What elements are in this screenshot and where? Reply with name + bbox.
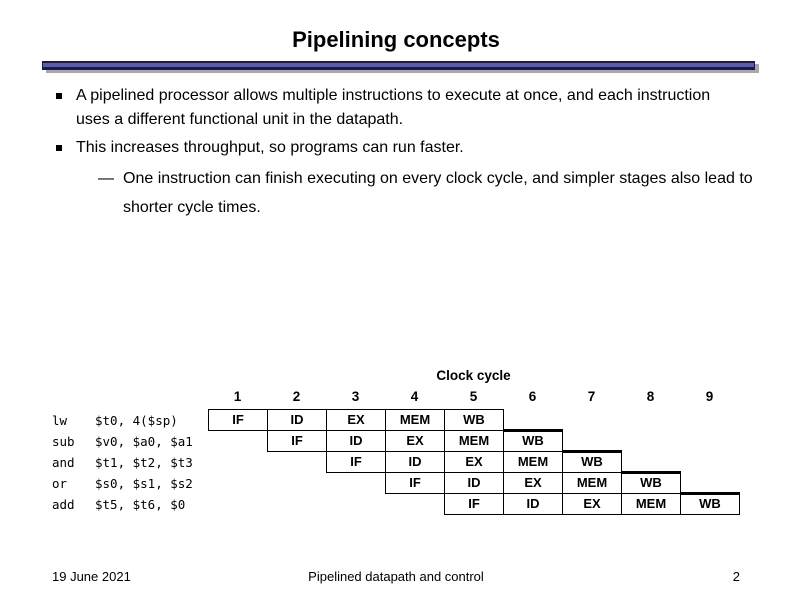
stage-cell-mem: MEM: [503, 451, 563, 473]
instruction-mnemonic: add: [52, 497, 75, 512]
instruction-mnemonic: and: [52, 455, 75, 470]
cycle-number: 8: [646, 389, 655, 404]
staircase-step-edge: [680, 492, 740, 495]
stage-cell-id: ID: [503, 493, 563, 515]
square-bullet-icon: [56, 93, 62, 99]
stage-cell-mem: MEM: [444, 430, 504, 452]
stage-cell-wb: WB: [680, 493, 740, 515]
title-rule-bar: [42, 61, 755, 70]
footer-title: Pipelined datapath and control: [308, 569, 484, 584]
stage-cell-ex: EX: [562, 493, 622, 515]
stage-cell-wb: WB: [444, 409, 504, 431]
stage-cell-if: IF: [326, 451, 386, 473]
stage-cell-ex: EX: [444, 451, 504, 473]
dash-bullet-icon: —: [98, 170, 114, 187]
stage-cell-wb: WB: [562, 451, 622, 473]
footer-date: 19 June 2021: [52, 569, 131, 584]
cycle-number: 1: [233, 389, 242, 404]
square-bullet-icon: [56, 145, 62, 151]
footer-page-number: 2: [732, 569, 740, 584]
instruction-mnemonic: sub: [52, 434, 75, 449]
stage-cell-id: ID: [444, 472, 504, 494]
cycle-number: 4: [410, 389, 419, 404]
cycle-number: 5: [469, 389, 478, 404]
instruction-operands: $s0, $s1, $s2: [95, 476, 193, 491]
bullet-item: This increases throughput, so programs c…: [76, 139, 464, 156]
staircase-step-edge: [503, 429, 563, 432]
stage-cell-wb: WB: [621, 472, 681, 494]
sub-bullet-item: One instruction can finish executing on …: [123, 170, 753, 216]
instruction-operands: $t5, $t6, $0: [95, 497, 186, 512]
clock-cycle-label: Clock cycle: [436, 368, 511, 383]
stage-cell-mem: MEM: [621, 493, 681, 515]
instruction-operands: $v0, $a0, $a1: [95, 434, 193, 449]
bullet-item: A pipelined processor allows multiple in…: [76, 87, 711, 128]
stage-cell-ex: EX: [503, 472, 563, 494]
stage-cell-mem: MEM: [385, 409, 445, 431]
stage-cell-if: IF: [385, 472, 445, 494]
stage-cell-mem: MEM: [562, 472, 622, 494]
stage-cell-ex: EX: [326, 409, 386, 431]
staircase-step-edge: [621, 471, 681, 474]
cycle-number: 2: [292, 389, 301, 404]
stage-cell-if: IF: [208, 409, 268, 431]
stage-cell-ex: EX: [385, 430, 445, 452]
cycle-number: 9: [705, 389, 714, 404]
staircase-step-edge: [562, 450, 622, 453]
cycle-number: 7: [587, 389, 596, 404]
cycle-number: 3: [351, 389, 360, 404]
instruction-mnemonic: lw: [52, 413, 68, 428]
slide-title: Pipelining concepts: [292, 27, 500, 52]
cycle-number: 6: [528, 389, 537, 404]
instruction-mnemonic: or: [52, 476, 68, 491]
stage-cell-wb: WB: [503, 430, 563, 452]
stage-cell-if: IF: [267, 430, 327, 452]
instruction-operands: $t0, 4($sp): [95, 413, 178, 428]
stage-cell-id: ID: [267, 409, 327, 431]
stage-cell-if: IF: [444, 493, 504, 515]
instruction-operands: $t1, $t2, $t3: [95, 455, 193, 470]
stage-cell-id: ID: [326, 430, 386, 452]
stage-cell-id: ID: [385, 451, 445, 473]
